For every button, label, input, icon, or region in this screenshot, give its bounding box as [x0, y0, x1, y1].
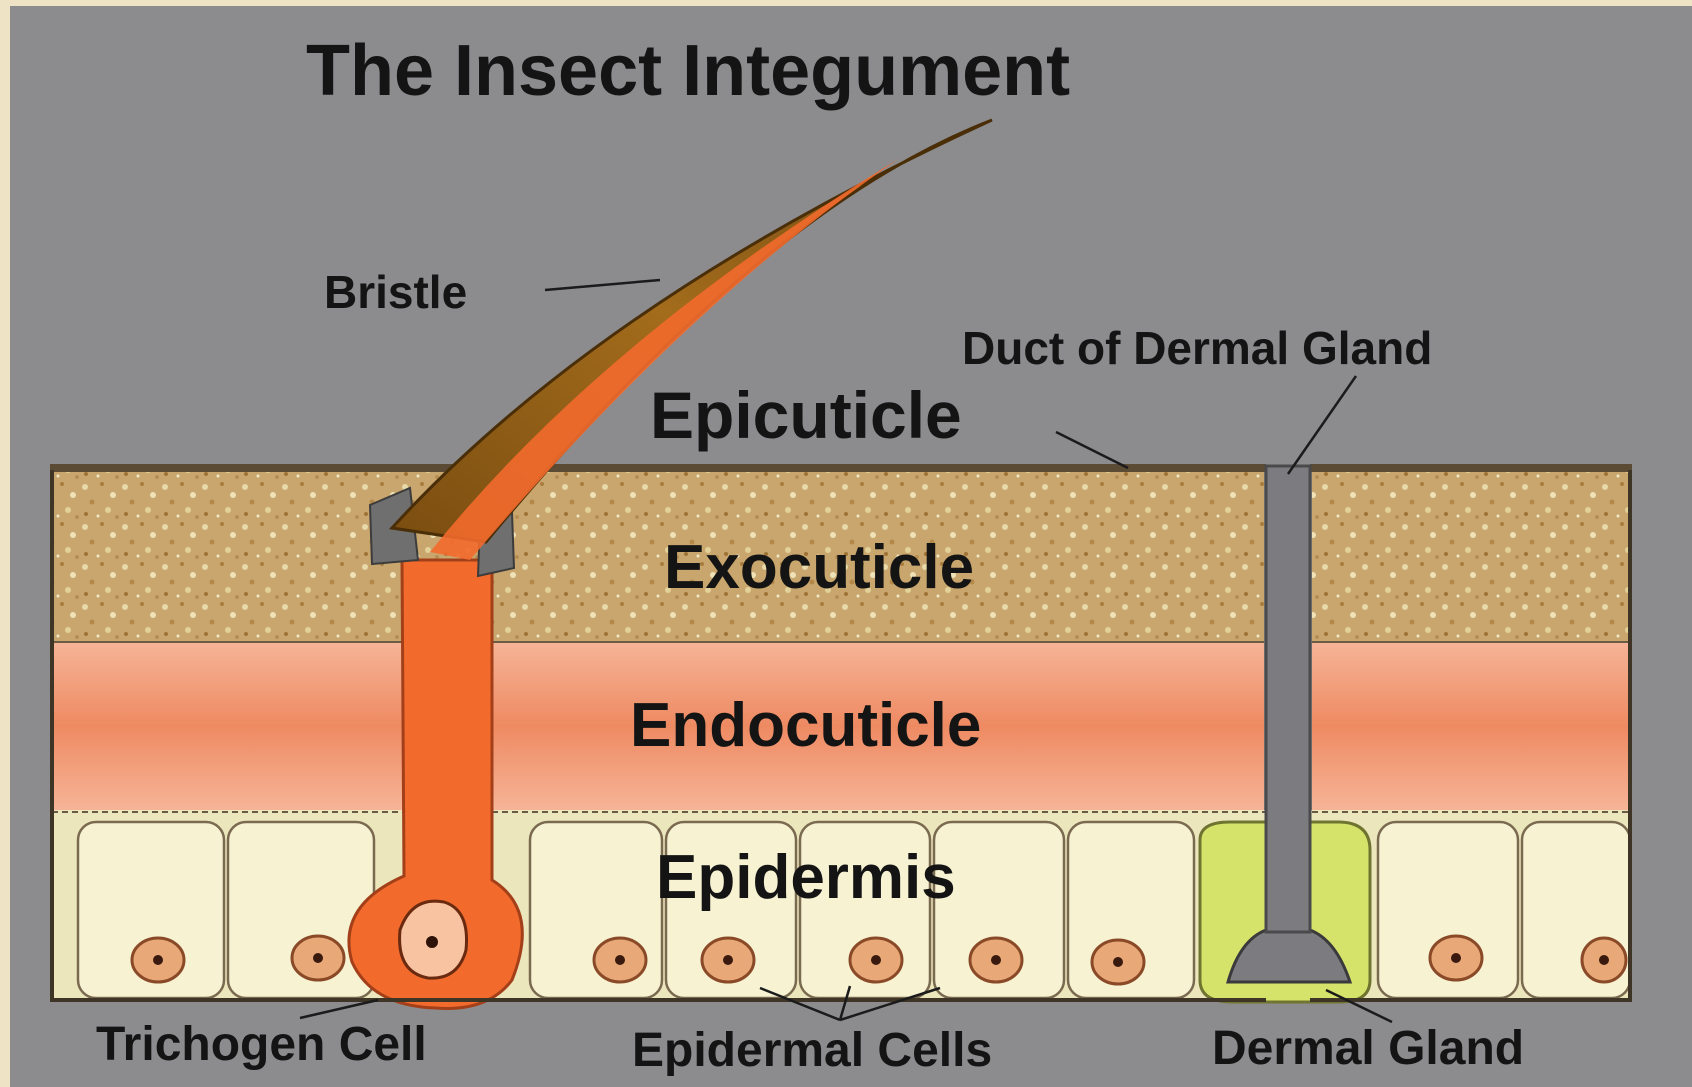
nucleus	[132, 938, 184, 982]
duct-of-dermal-gland	[1266, 466, 1310, 932]
dermal-gland-label: Dermal Gland	[1212, 1022, 1524, 1075]
nucleus	[1582, 938, 1626, 982]
trichogen-label: Trichogen Cell	[96, 1018, 427, 1071]
nucleus	[292, 936, 344, 980]
nucleus	[702, 938, 754, 982]
nucleus	[850, 938, 902, 982]
bristle-label: Bristle	[324, 266, 467, 318]
endocuticle-label: Endocuticle	[630, 691, 981, 760]
duct-label: Duct of Dermal Gland	[962, 322, 1432, 374]
nucleus	[594, 938, 646, 982]
nucleus	[970, 938, 1022, 982]
exocuticle-label: Exocuticle	[664, 533, 974, 602]
epidermal-cells-label: Epidermal Cells	[632, 1024, 992, 1077]
epidermis-label: Epidermis	[656, 843, 956, 912]
nucleus	[1092, 940, 1144, 984]
page-title: The Insect Integument	[306, 31, 1070, 111]
epicuticle-label: Epicuticle	[650, 378, 962, 452]
epicuticle-layer	[50, 464, 1632, 472]
nucleus	[1430, 936, 1482, 980]
